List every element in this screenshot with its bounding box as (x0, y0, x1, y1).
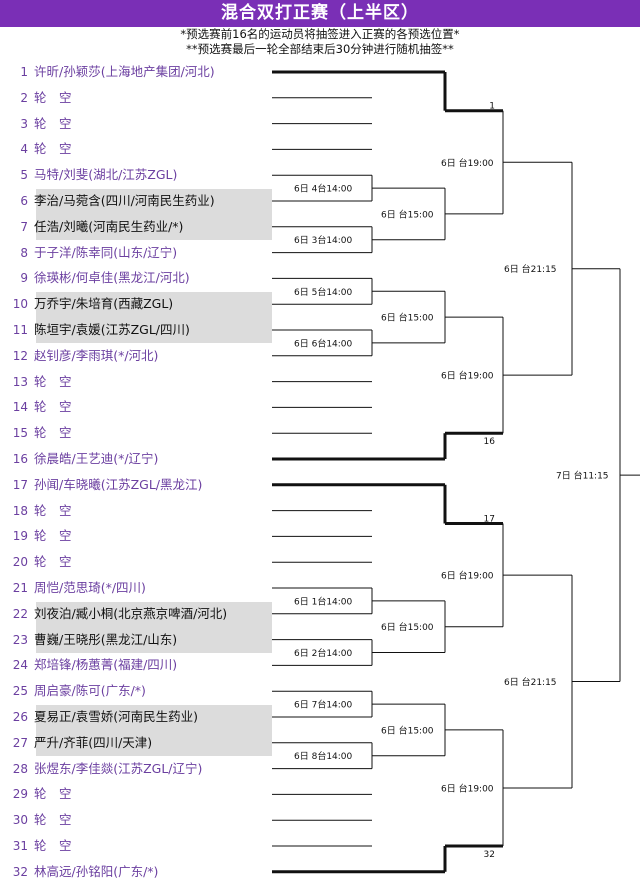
seed-number: 9 (20, 271, 28, 286)
note-line-2: **预选赛最后一轮全部结束后30分钟进行随机抽签** (186, 42, 454, 56)
entry-name: 张煜东/李佳燚(江苏ZGL/辽宁) (34, 760, 203, 776)
seed-number: 11 (12, 323, 28, 337)
match-time-label: 6日 6台14:00 (294, 337, 353, 349)
seed-number: 8 (20, 245, 28, 260)
seed-number: 20 (12, 555, 28, 570)
entry-name: 轮 空 (34, 141, 72, 157)
match-time-label: 6日 台21:15 (504, 263, 557, 275)
seed-number: 27 (12, 735, 28, 750)
entry-name: 于子洋/陈幸同(山东/辽宁) (34, 244, 178, 260)
entry-name: 轮 空 (34, 373, 72, 389)
match-time-label: 6日 台15:00 (381, 724, 434, 736)
entry-name: 轮 空 (34, 528, 72, 544)
entry-name: 轮 空 (34, 786, 72, 802)
match-time-label: 6日 4台14:00 (294, 183, 353, 195)
match-time-label: 6日 5台14:00 (294, 286, 353, 298)
seed-number: 28 (12, 761, 28, 776)
entry-name: 轮 空 (34, 812, 72, 828)
entry-name: 任浩/刘曦(河南民生药业/*) (34, 218, 184, 234)
entry-name: 陈垣宇/袁媛(江苏ZGL/四川) (34, 322, 190, 337)
entry-name: 轮 空 (34, 399, 72, 415)
seed-number: 2 (20, 90, 28, 105)
seed-number: 31 (12, 839, 28, 853)
page-title: 混合双打正赛（上半区） (0, 0, 640, 27)
seed-number: 17 (12, 477, 28, 492)
entry-name: 曹巍/王晓彤(黑龙江/山东) (34, 631, 178, 647)
match-time-label: 6日 台15:00 (381, 208, 434, 220)
seed-number: 25 (12, 684, 28, 699)
match-time-label: 6日 2台14:00 (294, 647, 353, 659)
match-time-label: 6日 台15:00 (381, 312, 434, 324)
entry-name: 郑培锋/杨蕙菁(福建/四川) (34, 657, 178, 673)
highlight-band (36, 292, 272, 344)
entry-name: 马特/刘斐(湖北/江苏ZGL) (34, 167, 178, 183)
seed-number: 16 (12, 452, 28, 466)
entry-name: 轮 空 (34, 838, 72, 853)
entry-name: 赵钊彦/李雨琪(*/河北) (34, 347, 159, 363)
seed-number: 14 (12, 400, 28, 415)
seed-number: 29 (12, 787, 28, 802)
entry-name: 轮 空 (34, 554, 72, 570)
match-time-label: 6日 1台14:00 (294, 595, 353, 607)
seed-number: 3 (20, 116, 28, 131)
match-time-label: 6日 台15:00 (381, 621, 434, 633)
seed-number: 4 (20, 142, 28, 157)
seed-number: 18 (12, 503, 28, 518)
seed-number: 19 (12, 529, 28, 544)
match-time-label: 6日 台19:00 (441, 782, 494, 794)
seed-number: 12 (12, 348, 28, 363)
match-time-label: 6日 7台14:00 (294, 699, 353, 711)
draw-table: 1 许昕/孙颖莎(上海地产集团/河北) 2 轮 空 3 轮 空 4 轮 空 5 马特/刘斐(湖北/… (0, 59, 640, 889)
bye-label: 17 (484, 515, 495, 525)
entry-name: 轮 空 (34, 89, 72, 105)
match-time-label: 6日 台19:00 (441, 570, 494, 582)
entry-name: 周启豪/陈可(广东/*) (34, 683, 146, 699)
seed-number: 13 (12, 374, 28, 389)
bye-label: 16 (484, 437, 496, 447)
seed-number: 26 (12, 710, 28, 724)
entry-name: 轮 空 (34, 502, 72, 518)
entry-name: 许昕/孙颖莎(上海地产集团/河北) (34, 64, 215, 79)
seed-number: 21 (12, 581, 28, 595)
entry-name: 万乔宇/朱培育(西藏ZGL) (34, 296, 174, 312)
match-time-label: 6日 3台14:00 (294, 234, 353, 246)
highlight-band (36, 705, 272, 756)
entry-name: 孙闻/车晓曦(江苏ZGL/黑龙江) (34, 476, 203, 492)
entry-name: 夏易正/袁雪娇(河南民生药业) (34, 709, 198, 724)
bye-label: 32 (484, 850, 495, 860)
entry-name: 轮 空 (34, 115, 72, 131)
seed-number: 7 (20, 219, 28, 234)
seed-number: 15 (12, 426, 28, 441)
highlight-band (36, 189, 272, 240)
match-time-label: 7日 台11:15 (556, 470, 609, 482)
entry-name: 徐瑛彬/何卓佳(黑龙江/河北) (34, 270, 190, 286)
entry-name: 周恺/范思琦(*/四川) (34, 580, 146, 595)
match-time-label: 6日 台19:00 (441, 370, 494, 382)
match-time-label: 6日 台21:15 (504, 676, 557, 688)
entry-name: 徐晨皓/王艺迪(*/辽宁) (34, 451, 159, 466)
bracket-lines: 6日 4台14:00 6日 3台14:00 6日 5台14:00 6日 6台14:00… (272, 70, 640, 874)
match-time-label: 6日 台19:00 (441, 157, 494, 169)
seed-number: 24 (12, 658, 28, 673)
seed-number: 5 (20, 168, 28, 183)
seed-number: 1 (20, 65, 28, 79)
entry-name: 林高远/孙铭阳(广东/*) (34, 863, 159, 879)
bye-label: 1 (489, 102, 495, 112)
seed-number: 6 (20, 194, 28, 208)
seed-number: 22 (12, 606, 28, 621)
seed-number: 32 (12, 864, 28, 879)
highlight-band (36, 601, 272, 653)
note-line-1: *预选赛前16名的运动员将抽签进入正赛的各预选位置* (180, 27, 460, 41)
seed-number: 10 (12, 297, 28, 312)
entry-name: 刘夜泊/臧小桐(北京燕京啤酒/河北) (34, 605, 228, 621)
seed-number: 30 (12, 813, 28, 828)
entry-name: 严升/齐菲(四川/天津) (34, 734, 153, 750)
seed-number: 23 (12, 632, 28, 647)
entry-name: 轮 空 (34, 425, 72, 441)
match-time-label: 6日 8台14:00 (294, 750, 353, 762)
entry-name: 李治/马菀含(四川/河南民生药业) (34, 193, 215, 208)
